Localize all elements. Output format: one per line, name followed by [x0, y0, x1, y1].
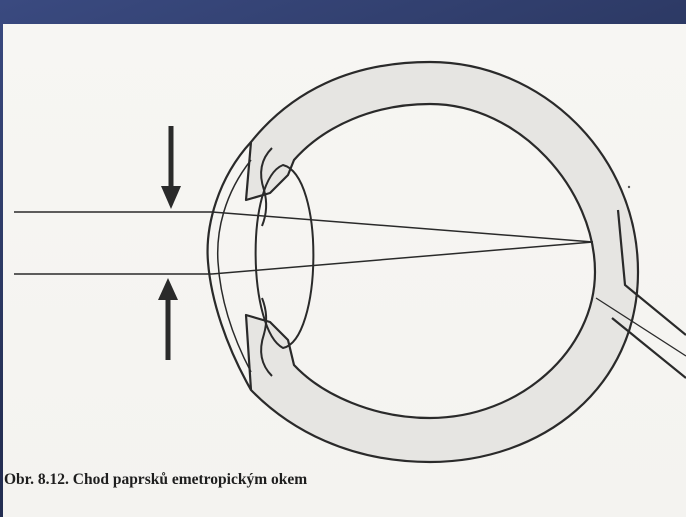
page-speck — [628, 186, 630, 188]
eyeball-wall — [246, 62, 638, 462]
refracted-ray-upper — [212, 212, 593, 242]
arrow-down-icon — [161, 126, 181, 209]
refracted-ray-lower — [212, 242, 593, 274]
cornea — [208, 142, 251, 390]
figure-caption: Obr. 8.12. Chod paprsků emetropickým oke… — [4, 471, 307, 489]
arrow-up-icon — [158, 278, 178, 360]
lens — [256, 165, 314, 348]
